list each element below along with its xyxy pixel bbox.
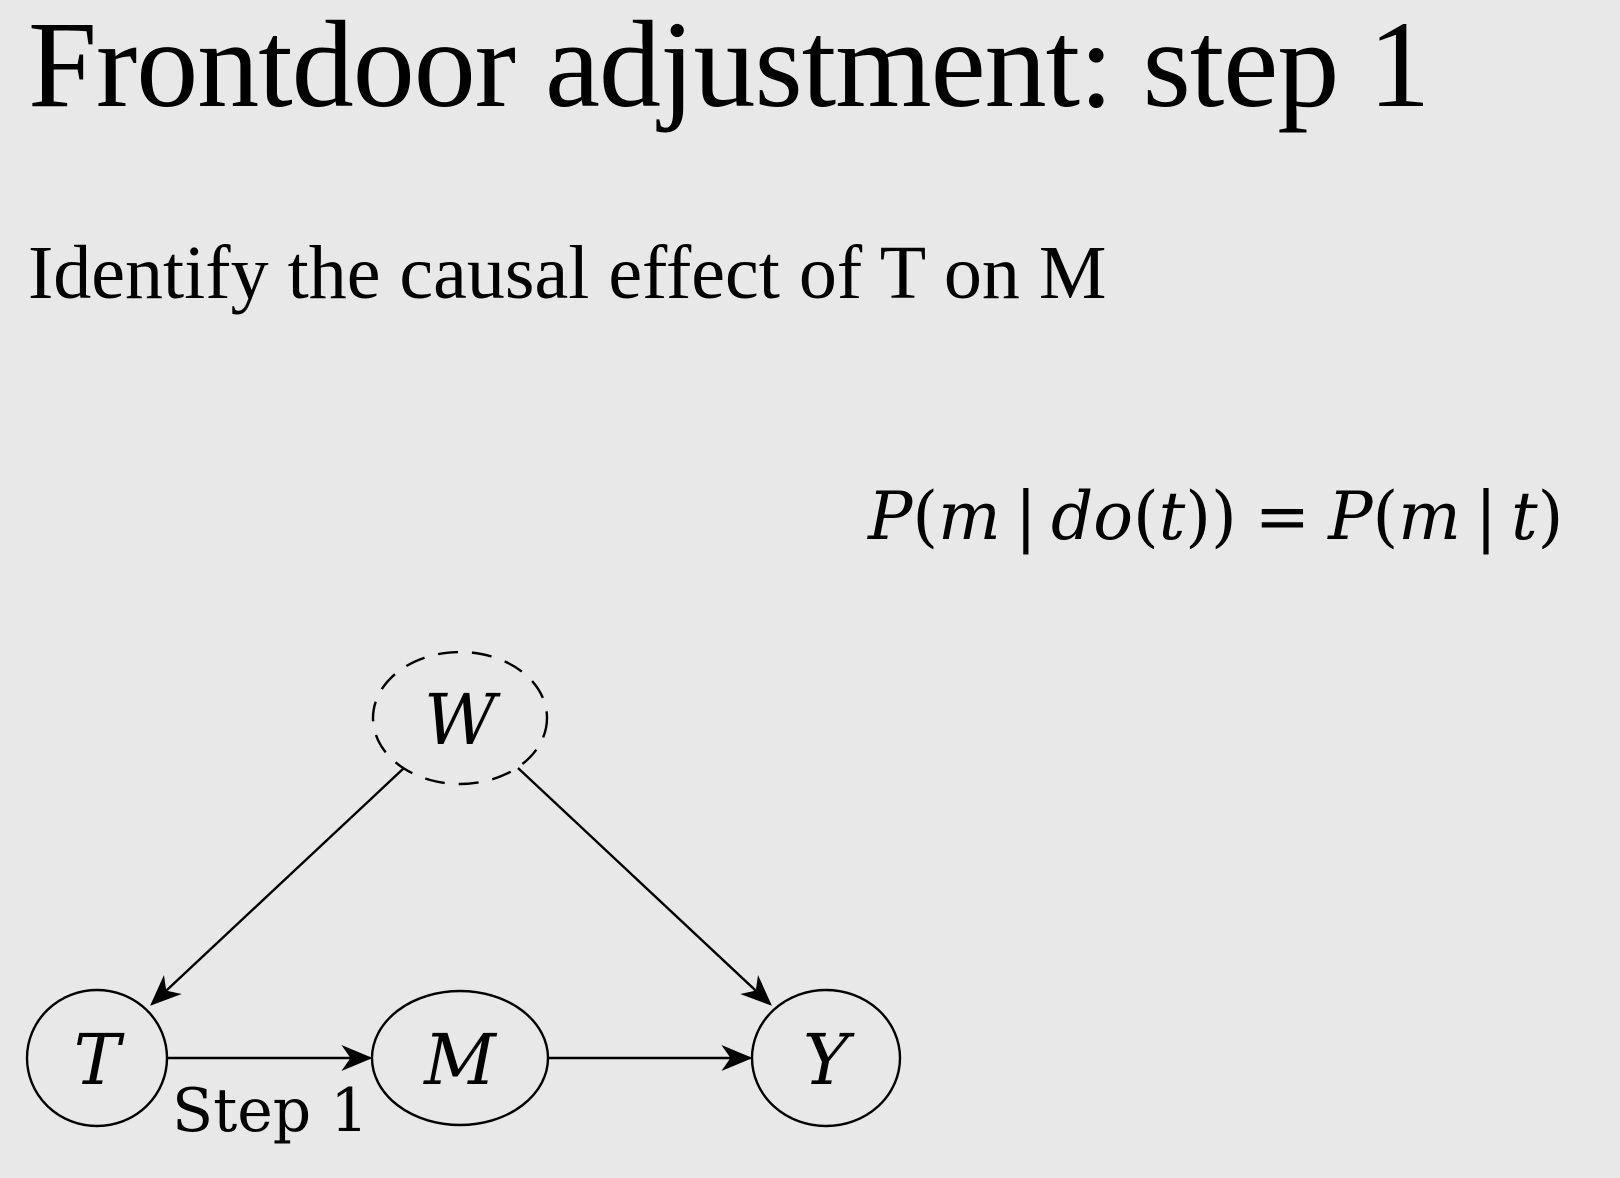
node-t-ellipse xyxy=(25,988,169,1128)
formula-lhs-close: )) xyxy=(1185,478,1237,555)
edge-t-m-label: Step 1 xyxy=(172,1076,368,1146)
formula-lhs-m: m xyxy=(938,478,1001,555)
formula-equals: = xyxy=(1254,478,1311,555)
formula-lhs-do-open: ( xyxy=(1133,478,1159,555)
formula-rhs-t: t xyxy=(1511,478,1538,555)
node-y-label: Y xyxy=(803,1019,855,1101)
node-t-label: T xyxy=(74,1019,125,1101)
edge-w-to-y xyxy=(517,767,772,1006)
formula-rhs-m: m xyxy=(1398,478,1461,555)
formula-rhs-P: P xyxy=(1328,478,1373,555)
slide-subtitle: Identify the causal effect of T on M xyxy=(28,231,1107,315)
formula-rhs-open: ( xyxy=(1372,478,1399,555)
edge-w-to-t xyxy=(150,767,405,1006)
frontdoor-step1-formula: P(m|do(t))=P(m|t) xyxy=(868,478,1563,555)
node-w-label: W xyxy=(424,679,501,761)
slide-title: Frontdoor adjustment: step 1 xyxy=(28,0,1430,133)
node-m-label: M xyxy=(422,1019,498,1101)
formula-lhs-P: P xyxy=(868,478,913,555)
node-y-ellipse xyxy=(750,988,902,1128)
node-w-dashed-ellipse xyxy=(371,650,549,786)
node-m-ellipse xyxy=(370,989,550,1127)
formula-rhs-close: ) xyxy=(1537,478,1564,555)
formula-lhs-bar: | xyxy=(1014,478,1038,555)
formula-lhs-t: t xyxy=(1158,478,1186,555)
formula-lhs-do: do xyxy=(1051,478,1133,555)
formula-rhs-bar: | xyxy=(1474,478,1498,555)
formula-lhs-open: ( xyxy=(912,478,939,555)
